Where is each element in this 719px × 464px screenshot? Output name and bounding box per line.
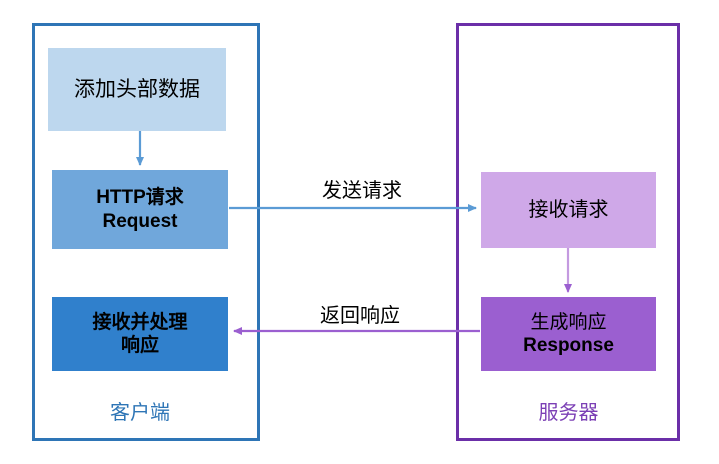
node-http-request[interactable]: HTTP请求 Request	[52, 170, 228, 249]
edge-label-send-request: 发送请求	[322, 180, 402, 202]
node-generate-response-line1: 生成响应	[530, 311, 607, 333]
node-handle-response-line1: 接收并处理	[92, 311, 188, 333]
server-swimlane	[456, 23, 680, 441]
client-swimlane	[32, 23, 260, 441]
node-http-request-line2: Request	[102, 210, 178, 232]
node-add-header-data-line1: 添加头部数据	[74, 77, 200, 101]
node-receive-request[interactable]: 接收请求	[481, 172, 656, 248]
node-receive-request-line1: 接收请求	[528, 198, 609, 221]
node-handle-response[interactable]: 接收并处理 响应	[52, 297, 228, 371]
client-lane-caption: 客户端	[110, 402, 170, 424]
node-generate-response-line2: Response	[523, 335, 614, 356]
server-lane-caption: 服务器	[538, 402, 599, 424]
edge-label-return-response: 返回响应	[320, 305, 400, 327]
node-add-header-data[interactable]: 添加头部数据	[48, 48, 226, 131]
node-http-request-line1: HTTP请求	[96, 187, 184, 209]
node-generate-response[interactable]: 生成响应 Response	[481, 297, 656, 371]
node-handle-response-line2: 响应	[120, 335, 159, 356]
